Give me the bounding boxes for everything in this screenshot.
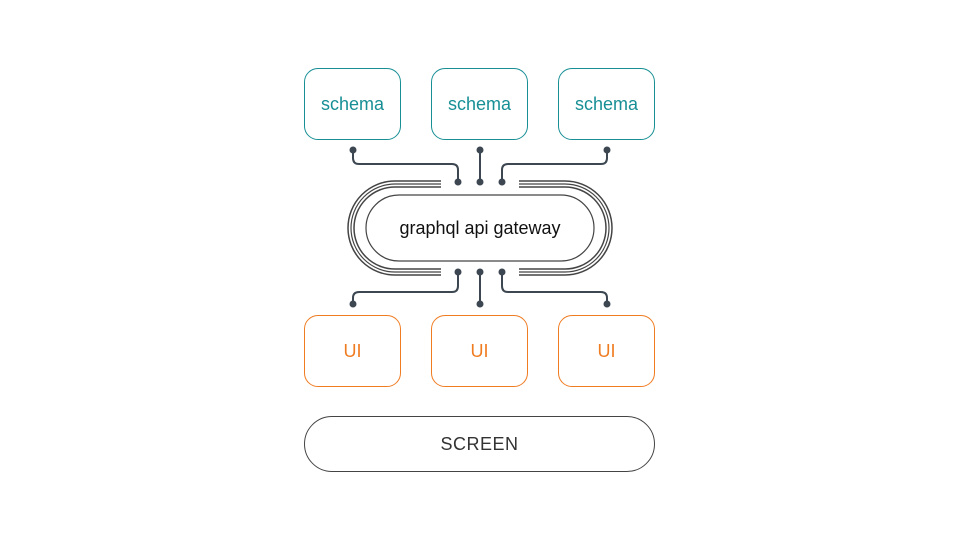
screen-label: SCREEN bbox=[440, 433, 519, 454]
dot-gateway-top-3 bbox=[498, 178, 506, 186]
schema-label: schema bbox=[447, 93, 512, 114]
connector-ui-3 bbox=[501, 272, 608, 304]
ui-box-1: UI bbox=[304, 315, 401, 387]
dot-ui-2 bbox=[476, 300, 484, 308]
dot-ui-1 bbox=[349, 300, 357, 308]
ui-label: UI bbox=[343, 340, 362, 361]
ui-label: UI bbox=[597, 340, 616, 361]
schema-box-1: schema bbox=[304, 68, 401, 140]
ui-box-2: UI bbox=[431, 315, 528, 387]
schema-label: schema bbox=[574, 93, 639, 114]
screen-box: SCREEN bbox=[304, 416, 655, 472]
schema-box-3: schema bbox=[558, 68, 655, 140]
ui-box-3: UI bbox=[558, 315, 655, 387]
dot-schema-1 bbox=[349, 146, 357, 154]
schema-connectors bbox=[352, 150, 608, 182]
ui-connectors bbox=[352, 272, 608, 304]
ui-label: UI bbox=[470, 340, 489, 361]
dot-gateway-top-1 bbox=[454, 178, 462, 186]
dot-schema-2 bbox=[476, 146, 484, 154]
dot-ui-3 bbox=[603, 300, 611, 308]
gateway-core bbox=[365, 194, 595, 262]
dot-gateway-top-2 bbox=[476, 178, 484, 186]
gateway-label: graphql api gateway bbox=[399, 217, 561, 238]
gateway-node: graphql api gateway bbox=[366, 195, 594, 261]
dot-gateway-bottom-3 bbox=[498, 268, 506, 276]
connector-ui-1 bbox=[352, 272, 459, 304]
dot-gateway-bottom-2 bbox=[476, 268, 484, 276]
schema-label: schema bbox=[320, 93, 385, 114]
connector-schema-1 bbox=[352, 150, 459, 182]
schema-box-2: schema bbox=[431, 68, 528, 140]
connector-schema-3 bbox=[501, 150, 608, 182]
connector-dots bbox=[349, 146, 611, 308]
dot-schema-3 bbox=[603, 146, 611, 154]
dot-gateway-bottom-1 bbox=[454, 268, 462, 276]
